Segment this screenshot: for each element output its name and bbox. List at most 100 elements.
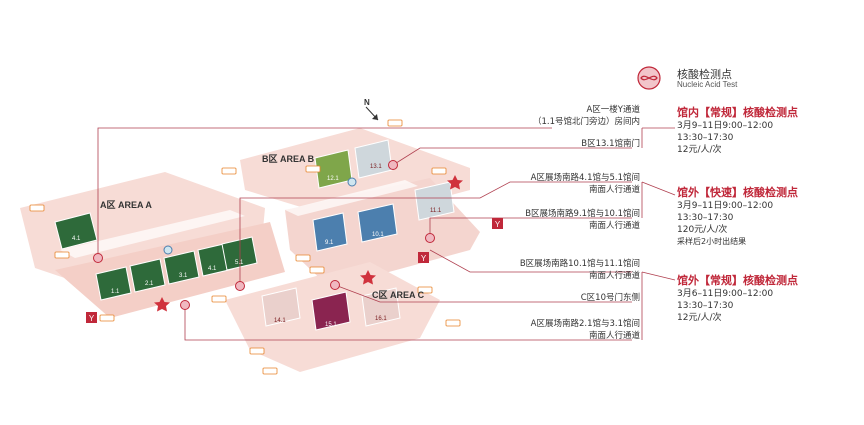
callout-line-1 bbox=[97, 127, 552, 258]
hall-label-11-1: 11.1 bbox=[430, 208, 442, 214]
hall-label-2-1: 2.1 bbox=[145, 281, 154, 287]
callout-line-6 bbox=[334, 284, 632, 303]
hall-label-16-1: 16.1 bbox=[375, 316, 387, 322]
corridor-a bbox=[60, 210, 245, 258]
location-label-4b: 南面人行通道 bbox=[588, 221, 640, 231]
block-2-line-4: 采样后2小时出结果 bbox=[677, 237, 747, 246]
gate-tag-6 bbox=[387, 119, 403, 127]
block-1-title: 馆内【常规】核酸检测点 bbox=[677, 106, 798, 119]
bracket-3 bbox=[641, 271, 676, 281]
gate-tag-8 bbox=[295, 254, 311, 262]
gate-tag-1 bbox=[29, 204, 45, 212]
block-2-line-3: 120元/人/次 bbox=[677, 225, 728, 235]
location-label-5b: 南面人行通道 bbox=[588, 271, 640, 281]
star-3 bbox=[447, 175, 463, 190]
y-badges: Y Y Y bbox=[86, 218, 503, 323]
svg-text:Y: Y bbox=[421, 254, 427, 263]
svg-text:Y: Y bbox=[495, 220, 501, 229]
location-label-7b: 南面人行通道 bbox=[588, 331, 640, 341]
y-badge-2 bbox=[418, 252, 429, 263]
callout-line-5 bbox=[429, 249, 632, 273]
test-point-markers bbox=[93, 160, 435, 310]
hall-label-10-1: 10.1 bbox=[372, 232, 384, 238]
gate-tag-5 bbox=[221, 167, 237, 175]
location-label-5a: B区展场南路10.1馆与11.1馆间 bbox=[519, 259, 640, 269]
gate-tag-2 bbox=[54, 251, 70, 259]
block-3-line-2: 13:30–17:30 bbox=[677, 301, 734, 311]
hall-9-1 bbox=[312, 212, 348, 252]
legend-title: 核酸检测点 bbox=[677, 68, 732, 81]
area-a-label: A区 AREA A bbox=[100, 200, 152, 210]
location-label-6: C区10号门东侧 bbox=[580, 293, 640, 303]
hall-2-1 bbox=[129, 258, 166, 293]
hall-3-1 bbox=[163, 250, 200, 285]
location-label-3a: A区展场南路4.1馆与5.1馆间 bbox=[530, 173, 640, 183]
hall-4-1-a bbox=[54, 212, 98, 250]
info-point-a bbox=[163, 245, 173, 255]
location-label-2: B区13.1馆南门 bbox=[581, 139, 640, 149]
hall-label-9-1: 9.1 bbox=[325, 240, 334, 246]
hall-label-15-1: 15.1 bbox=[325, 322, 337, 328]
callout-line-7 bbox=[184, 305, 632, 341]
hall-14-1 bbox=[261, 287, 301, 327]
hall-13-1 bbox=[354, 139, 393, 179]
location-label-4a: B区展场南路9.1馆与10.1馆间 bbox=[525, 209, 640, 219]
gate-tag-12 bbox=[249, 347, 265, 355]
test-point-4 bbox=[425, 233, 435, 243]
hall-10-1 bbox=[357, 203, 398, 243]
gate-tag-13 bbox=[262, 367, 278, 375]
hall-1-1 bbox=[95, 266, 132, 301]
block-1-line-2: 13:30–17:30 bbox=[677, 133, 734, 143]
location-label-3b: 南面人行通道 bbox=[588, 185, 640, 195]
test-point-1 bbox=[93, 253, 103, 263]
star-markers bbox=[154, 175, 463, 312]
callout-lines bbox=[97, 127, 676, 341]
callout-line-2 bbox=[392, 147, 632, 166]
info-point-b bbox=[347, 177, 357, 187]
location-label-1a: A区一楼Y通道 bbox=[586, 105, 640, 115]
bracket-2 bbox=[641, 181, 676, 196]
gate-tag-3 bbox=[99, 314, 115, 322]
block-2-line-2: 13:30–17:30 bbox=[677, 213, 734, 223]
gate-tag-4 bbox=[211, 295, 227, 303]
gate-tag-9 bbox=[309, 266, 325, 274]
block-2-title: 馆外【快速】核酸检测点 bbox=[677, 186, 798, 199]
test-point-5 bbox=[330, 280, 340, 290]
gate-tags bbox=[29, 119, 461, 375]
callout-line-4 bbox=[429, 217, 632, 238]
area-b-label: B区 AREA B bbox=[262, 154, 315, 164]
y-badge-3 bbox=[492, 218, 503, 229]
area-c-label: C区 AREA C bbox=[372, 290, 425, 300]
gate-tag-10 bbox=[417, 286, 433, 294]
location-label-1b: （1.1号馆北门旁边）房间内 bbox=[532, 117, 640, 127]
block-3-title: 馆外【常规】核酸检测点 bbox=[677, 274, 798, 287]
block-3-line-3: 12元/人/次 bbox=[677, 313, 722, 323]
hall-5-1 bbox=[221, 236, 258, 271]
callout-line-3 bbox=[239, 181, 632, 286]
block-1-line-3: 12元/人/次 bbox=[677, 145, 722, 155]
compass-label: N bbox=[364, 98, 370, 107]
block-3-line-1: 3月6–11日9:00–12:00 bbox=[677, 289, 774, 299]
block-2-line-1: 3月9–11日9:00–12:00 bbox=[677, 201, 774, 211]
star-1 bbox=[154, 297, 170, 312]
test-point-3 bbox=[235, 281, 245, 291]
gate-tag-14 bbox=[305, 165, 321, 173]
hall-11-1 bbox=[414, 181, 455, 221]
hall-label-4-1-a: 4.1 bbox=[72, 236, 81, 242]
hall-16-1 bbox=[361, 287, 401, 327]
legend-subtitle: Nucleic Acid Test bbox=[677, 80, 738, 89]
hall-15-1 bbox=[311, 291, 351, 331]
hall-label-14-1: 14.1 bbox=[274, 318, 286, 324]
block-1-line-1: 3月9–11日9:00–12:00 bbox=[677, 121, 774, 131]
hall-label-5-1: 5.1 bbox=[235, 260, 244, 266]
gate-tag-11 bbox=[445, 319, 461, 327]
hall-label-13-1: 13.1 bbox=[370, 164, 382, 170]
y-badge-1 bbox=[86, 312, 97, 323]
hall-label-1-1: 1.1 bbox=[111, 289, 120, 295]
test-point-6 bbox=[180, 300, 190, 310]
test-point-2 bbox=[388, 160, 398, 170]
legend-icon bbox=[637, 66, 661, 90]
hall-label-12-1: 12.1 bbox=[327, 176, 339, 182]
